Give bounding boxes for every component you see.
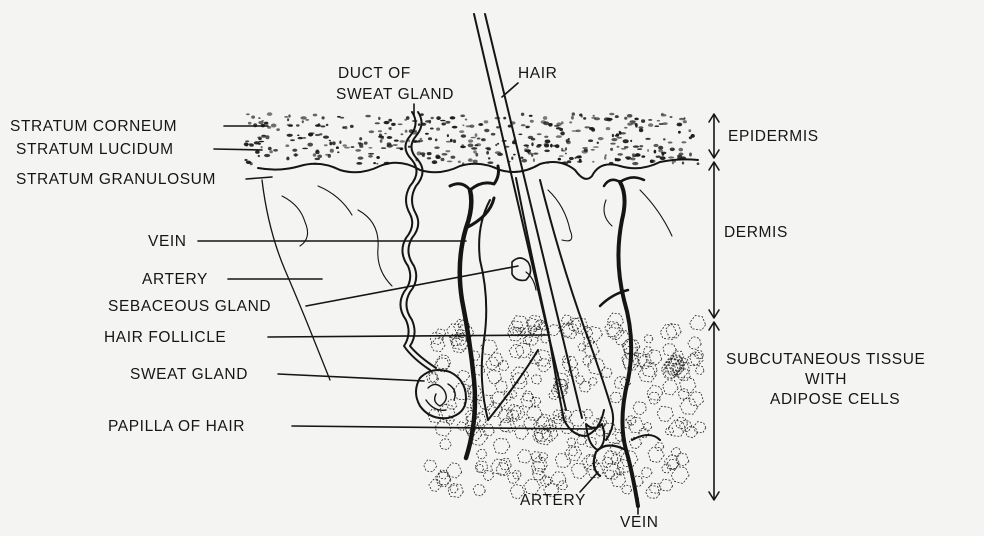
hair-papilla bbox=[586, 424, 604, 450]
papilla-of-hair-label: PAPILLA OF HAIR bbox=[108, 418, 245, 435]
stratum-lucidum-label: STRATUM LUCIDUM bbox=[16, 141, 174, 158]
leader-stratum-granulosum bbox=[246, 177, 272, 179]
leader-sweat-gland bbox=[278, 374, 424, 381]
subcutaneous-label-line1: SUBCUTANEOUS TISSUE bbox=[726, 351, 925, 368]
artery-upper-label: ARTERY bbox=[142, 271, 208, 288]
sebaceous-gland-label: SEBACEOUS GLAND bbox=[108, 298, 271, 315]
leader-hair-follicle bbox=[268, 335, 548, 337]
epidermis-bracket bbox=[709, 114, 719, 158]
subcutaneous-label-line3: ADIPOSE CELLS bbox=[770, 391, 900, 408]
hair-label: HAIR bbox=[518, 65, 557, 82]
layer-brackets bbox=[709, 114, 719, 500]
sweat-gland-label: SWEAT GLAND bbox=[130, 366, 248, 383]
stratum-corneum-label: STRATUM CORNEUM bbox=[10, 118, 177, 135]
stratum-granulosum-label: STRATUM GRANULOSUM bbox=[16, 171, 216, 188]
dermis-connective-fibers bbox=[262, 180, 672, 380]
dermal-papillae-edge bbox=[258, 159, 698, 179]
duct-of-sweat-gland-label-line2: SWEAT GLAND bbox=[336, 86, 454, 103]
epidermis-layer bbox=[244, 112, 700, 165]
duct-of-sweat-gland-label-line1: DUCT OF bbox=[338, 65, 411, 82]
dermis-label: DERMIS bbox=[724, 224, 788, 241]
vein-lower-label: VEIN bbox=[620, 514, 659, 531]
layer-labels: EPIDERMIS DERMIS SUBCUTANEOUS TISSUE WIT… bbox=[724, 128, 925, 408]
artery-lower-label: ARTERY bbox=[520, 492, 586, 509]
hair-follicle-label: HAIR FOLLICLE bbox=[104, 329, 226, 346]
artery-vessel-left bbox=[479, 200, 538, 420]
subcutaneous-bracket bbox=[709, 322, 719, 500]
skin-tissue-illustration bbox=[244, 14, 706, 506]
leader-stratum-lucidum bbox=[214, 149, 262, 150]
vein-upper-label: VEIN bbox=[148, 233, 187, 250]
dermis-bracket bbox=[709, 162, 719, 318]
subcutaneous-label-line2: WITH bbox=[805, 371, 847, 388]
epidermis-label: EPIDERMIS bbox=[728, 128, 819, 145]
leader-hair bbox=[502, 83, 518, 97]
